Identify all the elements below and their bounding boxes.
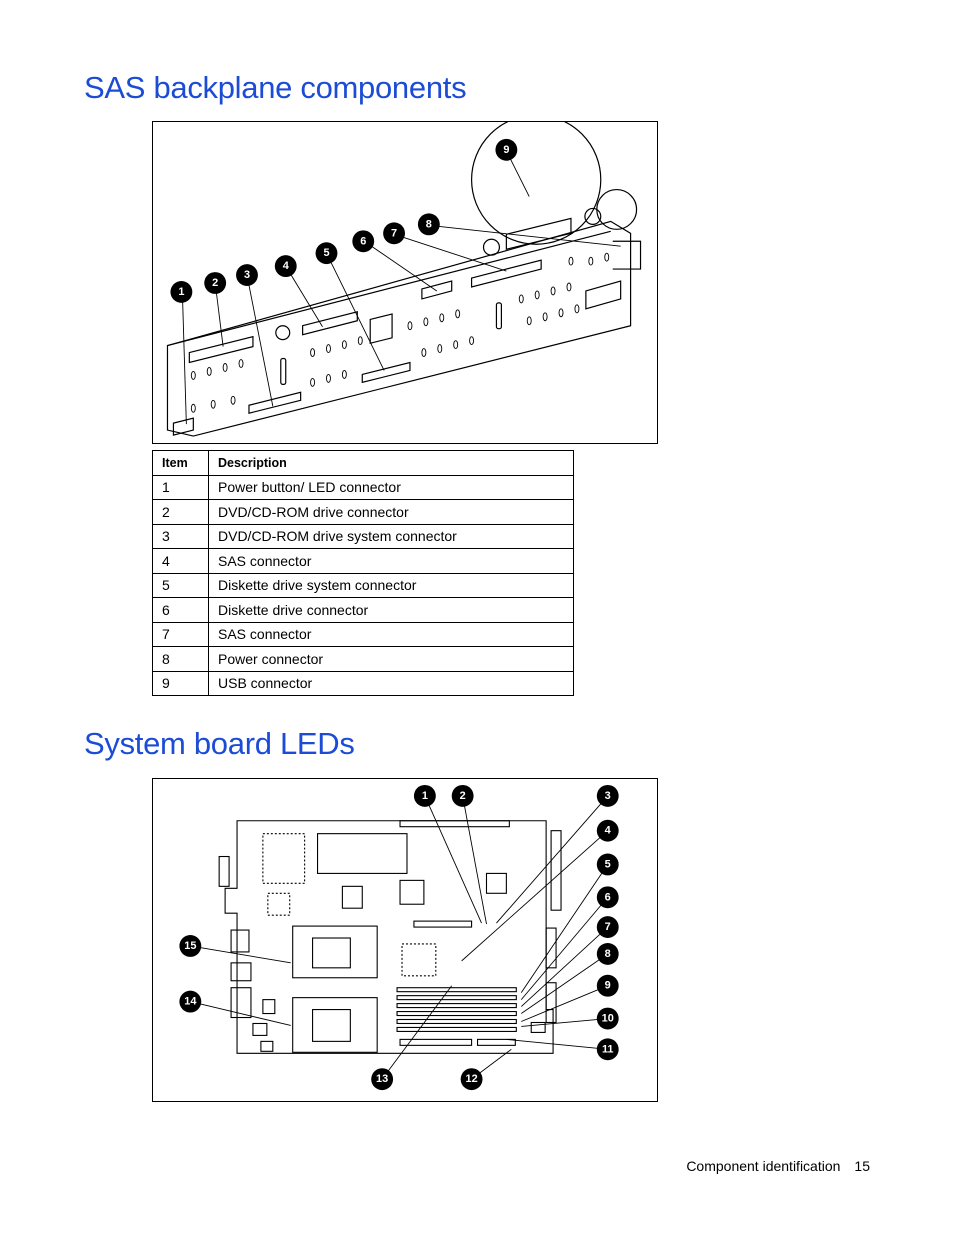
callout-3: 3 (596, 784, 619, 807)
svg-text:9: 9 (503, 144, 509, 156)
callout-15: 15 (179, 935, 202, 957)
callout-14: 14 (179, 990, 202, 1013)
svg-text:4: 4 (605, 825, 612, 837)
system-board-illustration: 1 2 3 4 5 6 7 8 9 10 11 12 13 14 15 (152, 778, 658, 1102)
callout-9: 9 (596, 974, 619, 997)
callout-1: 1 (170, 281, 193, 303)
svg-text:8: 8 (605, 948, 611, 960)
callout-10: 10 (596, 1007, 619, 1030)
callout-1: 1 (413, 784, 436, 807)
callout-7: 7 (383, 222, 405, 245)
item-description: SAS connector (208, 621, 574, 647)
svg-text:5: 5 (323, 247, 329, 259)
callout-8: 8 (417, 213, 440, 236)
callout-2: 2 (451, 784, 474, 807)
svg-text:1: 1 (178, 286, 184, 298)
section-title-system-board-leds: System board LEDs (84, 726, 355, 761)
callout-11: 11 (596, 1038, 619, 1061)
item-description: Diskette drive connector (208, 597, 574, 623)
dimm-slots (396, 987, 517, 1032)
callout-5: 5 (596, 853, 619, 876)
callout-7: 7 (596, 916, 619, 939)
callout-2: 2 (204, 272, 227, 294)
svg-text:9: 9 (605, 980, 611, 992)
footer-section-name: Component identification (686, 1158, 841, 1174)
item-description: DVD/CD-ROM drive connector (208, 499, 574, 525)
item-number: 5 (152, 572, 209, 598)
item-number: 6 (152, 597, 209, 623)
item-number: 1 (152, 474, 209, 500)
svg-text:6: 6 (605, 891, 611, 903)
svg-text:14: 14 (184, 996, 197, 1008)
callout-4: 4 (596, 819, 619, 842)
svg-text:10: 10 (602, 1013, 614, 1025)
callout-6: 6 (596, 886, 619, 909)
item-description: USB connector (208, 670, 574, 696)
callout-4: 4 (274, 255, 297, 278)
svg-text:8: 8 (426, 218, 432, 230)
svg-text:2: 2 (212, 277, 218, 289)
svg-text:3: 3 (244, 269, 250, 281)
page-footer: Component identification 15 (686, 1158, 870, 1174)
item-description: SAS connector (208, 548, 574, 574)
svg-text:1: 1 (422, 790, 428, 802)
svg-text:7: 7 (391, 227, 397, 239)
page-number: 15 (854, 1158, 870, 1174)
table-header-row: Item Description (152, 450, 574, 476)
leader-lines (190, 795, 609, 1080)
callout-6: 6 (352, 230, 375, 253)
item-number: 8 (152, 646, 209, 672)
callout-3: 3 (236, 264, 258, 286)
item-description: Power connector (208, 646, 574, 672)
leader-lines (181, 150, 621, 425)
section-title-sas-backplane: SAS backplane components (84, 70, 467, 105)
mounting-holes (190, 252, 610, 413)
item-number: 9 (152, 670, 209, 696)
item-number: 7 (152, 621, 209, 647)
svg-text:6: 6 (360, 235, 366, 247)
svg-text:12: 12 (466, 1073, 478, 1085)
item-number: 4 (152, 548, 209, 574)
sas-backplane-drawing: 1 2 3 4 5 6 7 8 9 (166, 122, 642, 437)
svg-text:3: 3 (605, 790, 611, 802)
callout-9: 9 (495, 138, 518, 161)
callout-5: 5 (315, 242, 338, 265)
callout-12: 12 (460, 1068, 483, 1091)
svg-text:11: 11 (602, 1043, 614, 1055)
system-board-drawing: 1 2 3 4 5 6 7 8 9 10 11 12 13 14 15 (179, 784, 619, 1091)
sas-backplane-illustration: 1 2 3 4 5 6 7 8 9 (152, 121, 658, 444)
item-number: 3 (152, 523, 209, 549)
svg-text:7: 7 (605, 921, 611, 933)
item-description: DVD/CD-ROM drive system connector (208, 523, 574, 549)
svg-text:2: 2 (460, 790, 466, 802)
svg-text:4: 4 (283, 260, 290, 272)
svg-text:5: 5 (605, 858, 611, 870)
item-description: Diskette drive system connector (208, 572, 574, 598)
item-number: 2 (152, 499, 209, 525)
svg-text:15: 15 (184, 940, 196, 952)
svg-text:13: 13 (376, 1073, 388, 1085)
callout-13: 13 (371, 1068, 394, 1091)
column-header-item: Item (152, 450, 209, 476)
callout-8: 8 (596, 942, 619, 965)
column-header-description: Description (208, 450, 574, 476)
item-description: Power button/ LED connector (208, 474, 574, 500)
